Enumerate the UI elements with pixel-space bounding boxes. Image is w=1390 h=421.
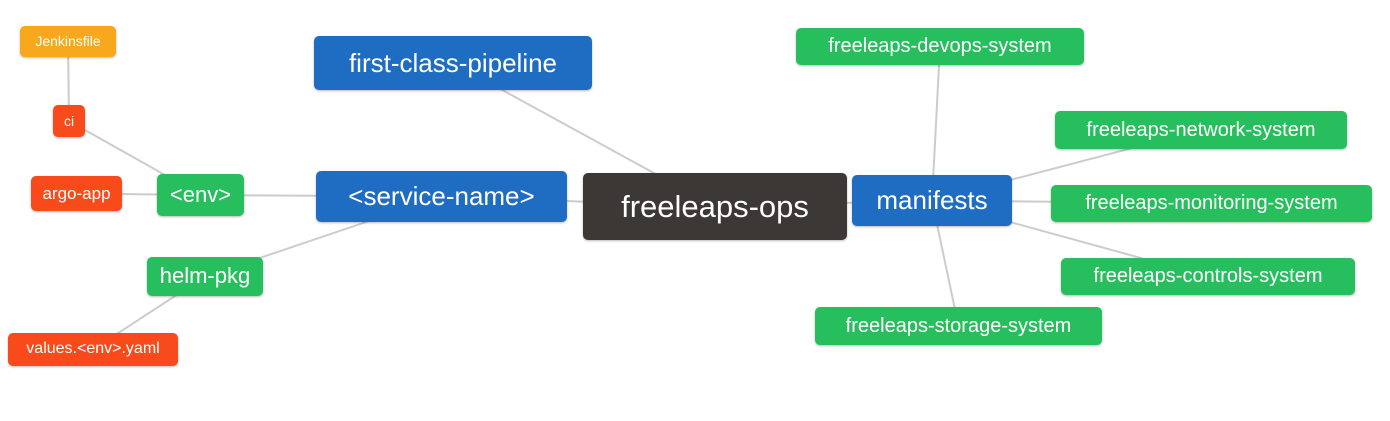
node-argo-app[interactable]: argo-app bbox=[31, 176, 122, 211]
node-helm-pkg[interactable]: helm-pkg bbox=[147, 257, 263, 296]
edge-manifests--freeleaps-devops-system bbox=[931, 46, 941, 201]
node-service-name[interactable]: <service-name> bbox=[316, 171, 567, 222]
node-label: first-class-pipeline bbox=[348, 47, 558, 78]
node-label: <service-name> bbox=[348, 181, 535, 211]
node-freeleaps-ops[interactable]: freeleaps-ops bbox=[583, 173, 847, 240]
node-label: freeleaps-storage-system bbox=[845, 314, 1072, 337]
node-label: argo-app bbox=[42, 183, 111, 203]
node-freeleaps-monitoring-system[interactable]: freeleaps-monitoring-system bbox=[1051, 185, 1372, 222]
node-label: freeleaps-devops-system bbox=[828, 35, 1052, 57]
node-label: manifests bbox=[876, 185, 988, 215]
node-label: freeleaps-controls-system bbox=[1093, 265, 1323, 287]
node-ci[interactable]: ci bbox=[53, 105, 85, 137]
node-manifests[interactable]: manifests bbox=[852, 175, 1012, 226]
node-label: Jenkinsfile bbox=[35, 33, 101, 49]
node-env[interactable]: <env> bbox=[157, 174, 244, 216]
node-label: freeleaps-monitoring-system bbox=[1085, 192, 1338, 214]
node-label: freeleaps-network-system bbox=[1086, 118, 1316, 141]
node-freeleaps-storage-system[interactable]: freeleaps-storage-system bbox=[815, 307, 1102, 345]
node-jenkinsfile[interactable]: Jenkinsfile bbox=[20, 26, 116, 57]
node-freeleaps-network-system[interactable]: freeleaps-network-system bbox=[1055, 111, 1347, 149]
node-freeleaps-devops-system[interactable]: freeleaps-devops-system bbox=[796, 28, 1084, 65]
node-label: helm-pkg bbox=[159, 263, 251, 288]
node-freeleaps-controls-system[interactable]: freeleaps-controls-system bbox=[1061, 258, 1355, 295]
node-label: values.<env>.yaml bbox=[26, 340, 160, 357]
node-label: <env> bbox=[169, 181, 232, 207]
node-label: freeleaps-ops bbox=[621, 188, 809, 224]
node-values-env-yaml[interactable]: values.<env>.yaml bbox=[8, 333, 178, 366]
node-label: ci bbox=[63, 112, 75, 129]
node-first-class-pipeline[interactable]: first-class-pipeline bbox=[314, 36, 592, 90]
